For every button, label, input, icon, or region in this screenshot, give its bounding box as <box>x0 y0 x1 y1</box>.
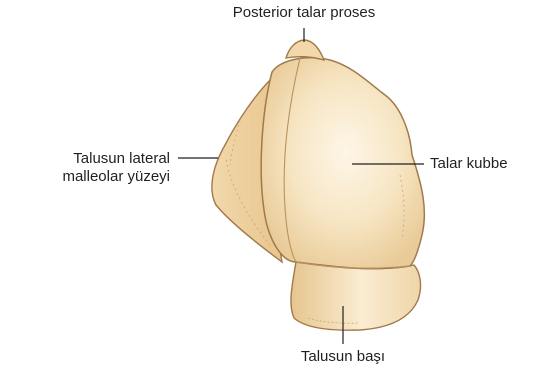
label-lateral-line2: malleolar yüzeyi <box>4 168 170 186</box>
label-lateral-malleolar-surface: Talusun lateral malleolar yüzeyi <box>4 150 170 186</box>
talus-head-shape <box>291 262 421 330</box>
label-posterior-process: Posterior talar proses <box>204 4 404 22</box>
talar-dome-shape <box>261 58 424 269</box>
label-talus-head: Talusun başı <box>263 348 423 366</box>
label-talar-dome: Talar kubbe <box>430 155 508 173</box>
label-lateral-line1: Talusun lateral <box>4 150 170 168</box>
posterior-process-shape <box>286 40 324 60</box>
